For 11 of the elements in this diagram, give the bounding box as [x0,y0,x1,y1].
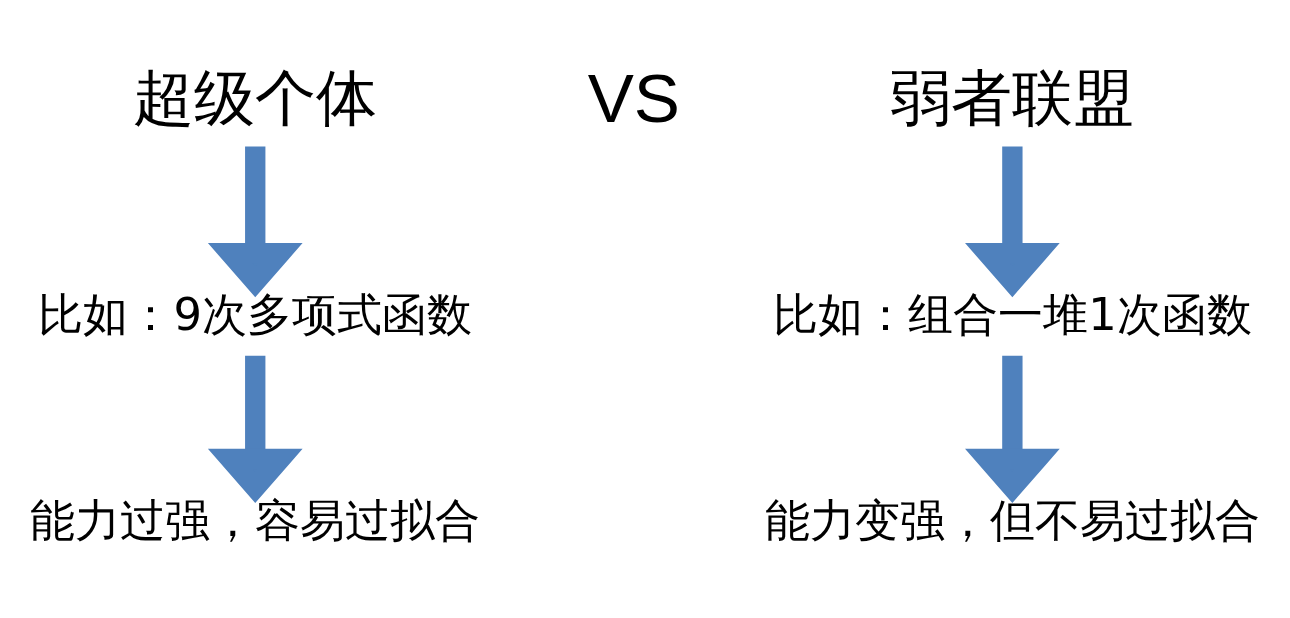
node-text: 弱者联盟 [890,61,1135,133]
arrow [207,146,303,297]
node-text: 比如：9次多项式函数 [38,287,472,341]
node-text: 比如：组合一堆1次函数 [773,287,1252,341]
node-text: 能力过强，容易过拟合 [30,493,481,547]
node-text: 超级个体 [133,61,378,133]
arrow [965,146,1060,297]
arrow [207,355,303,503]
arrow [965,355,1060,503]
label: VS [587,58,680,137]
node-text: 能力变强，但不易过拟合 [764,493,1260,547]
